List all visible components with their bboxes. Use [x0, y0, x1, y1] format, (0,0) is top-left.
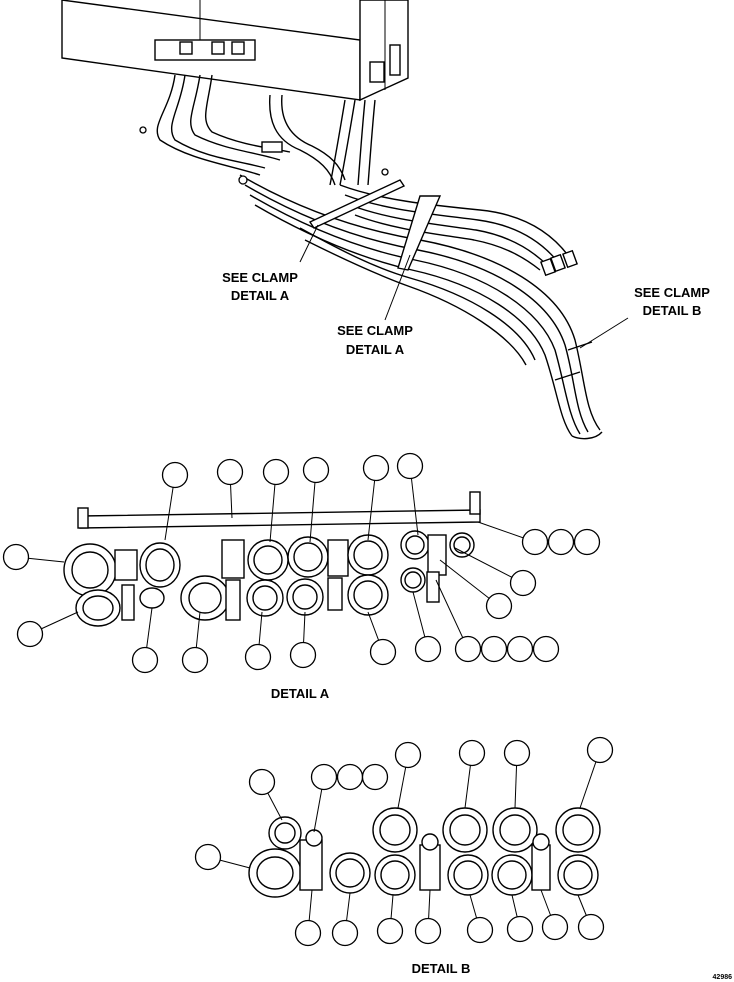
- detail-b-index-circle-15: [506, 915, 534, 943]
- detail-b-index-circle-13: [414, 917, 442, 945]
- svg-text:DETAIL B: DETAIL B: [643, 303, 702, 318]
- svg-text:SEE CLAMP: SEE CLAMP: [337, 323, 413, 338]
- detail-a-index-circle-22: [506, 635, 534, 663]
- detail-a-index-circle-12: [485, 592, 513, 620]
- detail-a-index-circle-21: [480, 635, 508, 663]
- detail-b-index-circle-4: [361, 763, 389, 791]
- detail-a-index-circle-13: [16, 620, 44, 648]
- svg-text:SEE CLAMP: SEE CLAMP: [222, 270, 298, 285]
- detail-a-index-circle-14: [131, 646, 159, 674]
- detail-b-assembly: [248, 807, 601, 898]
- detail-a-index-circle-1: [161, 461, 189, 489]
- detail-b-index-circle-12: [376, 917, 404, 945]
- detail-a-index-circle-5: [362, 454, 390, 482]
- detail-a-index-circle-2: [216, 458, 244, 486]
- detail-a-index-circle-17: [289, 641, 317, 669]
- detail-a-index-circle-3: [262, 458, 290, 486]
- detail-a-index-circle-4: [302, 456, 330, 484]
- detail-b-index-circle-16: [541, 913, 569, 941]
- svg-text:DETAIL A: DETAIL A: [346, 342, 405, 357]
- detail-a-index-circle-16: [244, 643, 272, 671]
- detail-a-assembly: [63, 491, 481, 627]
- detail-a-index-circle-9: [547, 528, 575, 556]
- detail-a-index-circle-10: [573, 528, 601, 556]
- detail-b-index-circle-9: [194, 843, 222, 871]
- detail-b-index-circle-5: [394, 741, 422, 769]
- detail-a-index-circle-7: [2, 543, 30, 571]
- svg-text:DETAIL A: DETAIL A: [231, 288, 290, 303]
- callout-leaders: [299, 224, 629, 349]
- detail-a-index-circle-18: [369, 638, 397, 666]
- detail-a-index-circles: [2, 452, 601, 674]
- detail-b-index-circle-10: [294, 919, 322, 947]
- see-clamp-detail-a-label-2: SEE CLAMP DETAIL A: [337, 323, 413, 357]
- detail-b-index-circle-1: [248, 768, 276, 796]
- detail-b-index-circle-6: [458, 739, 486, 767]
- detail-a-index-circle-8: [521, 528, 549, 556]
- see-clamp-detail-b-label: SEE CLAMP DETAIL B: [634, 285, 710, 318]
- detail-a-title: DETAIL A: [271, 686, 330, 701]
- detail-b-title: DETAIL B: [412, 961, 471, 976]
- detail-a-index-circle-19: [414, 635, 442, 663]
- detail-b-index-circle-8: [586, 736, 614, 764]
- detail-b-index-circle-2: [310, 763, 338, 791]
- hose-bundle: [139, 74, 603, 440]
- detail-a-index-circle-15: [181, 646, 209, 674]
- detail-a-index-circle-6: [396, 452, 424, 480]
- detail-b-index-circle-11: [331, 919, 359, 947]
- detail-a-index-circle-20: [454, 635, 482, 663]
- equipment-housing: [61, 0, 409, 102]
- detail-b-index-circle-3: [336, 763, 364, 791]
- svg-text:SEE CLAMP: SEE CLAMP: [634, 285, 710, 300]
- detail-b-index-circle-14: [466, 916, 494, 944]
- detail-a-index-circle-23: [532, 635, 560, 663]
- detail-b-index-circle-7: [503, 739, 531, 767]
- detail-b-index-circles: [194, 736, 614, 947]
- detail-b-index-circle-17: [577, 913, 605, 941]
- detail-a-index-circle-11: [509, 569, 537, 597]
- figure-number: 42986: [713, 974, 733, 981]
- see-clamp-detail-a-label-1: SEE CLAMP DETAIL A: [222, 270, 298, 303]
